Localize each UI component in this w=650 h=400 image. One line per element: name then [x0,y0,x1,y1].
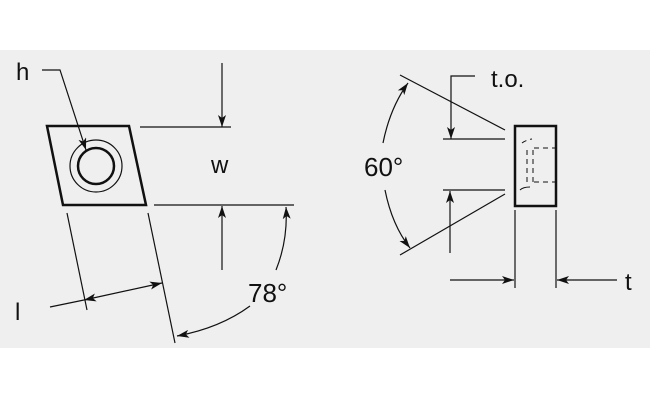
l-dimension-line [49,299,85,308]
hole-outer [69,139,123,193]
insert-top-view [45,124,148,207]
angle-60-arc-upper [382,82,409,144]
angle-78-arc-upper [275,206,291,271]
l-dimension-arrows [83,281,163,302]
l-extension-right [147,212,176,344]
angle-60-arc-lower [384,189,411,249]
angle-78-arc-lower [176,305,251,338]
to-leader [447,75,475,139]
angle-60-line-upper [399,74,506,131]
label-angle-60: 60° [364,152,403,182]
label-to: t.o. [491,66,524,93]
label-t: t [625,269,632,296]
angle-60-line-lower [399,193,506,256]
hole-inner [76,146,116,186]
hidden-hole-lines [521,138,556,185]
insert-side-view [513,124,558,208]
label-l: l [15,299,20,326]
label-h: h [16,59,29,86]
label-w: w [210,152,229,179]
h-leader [42,69,87,151]
label-angle-78: 78° [248,278,287,308]
l-extension-left [66,212,88,311]
